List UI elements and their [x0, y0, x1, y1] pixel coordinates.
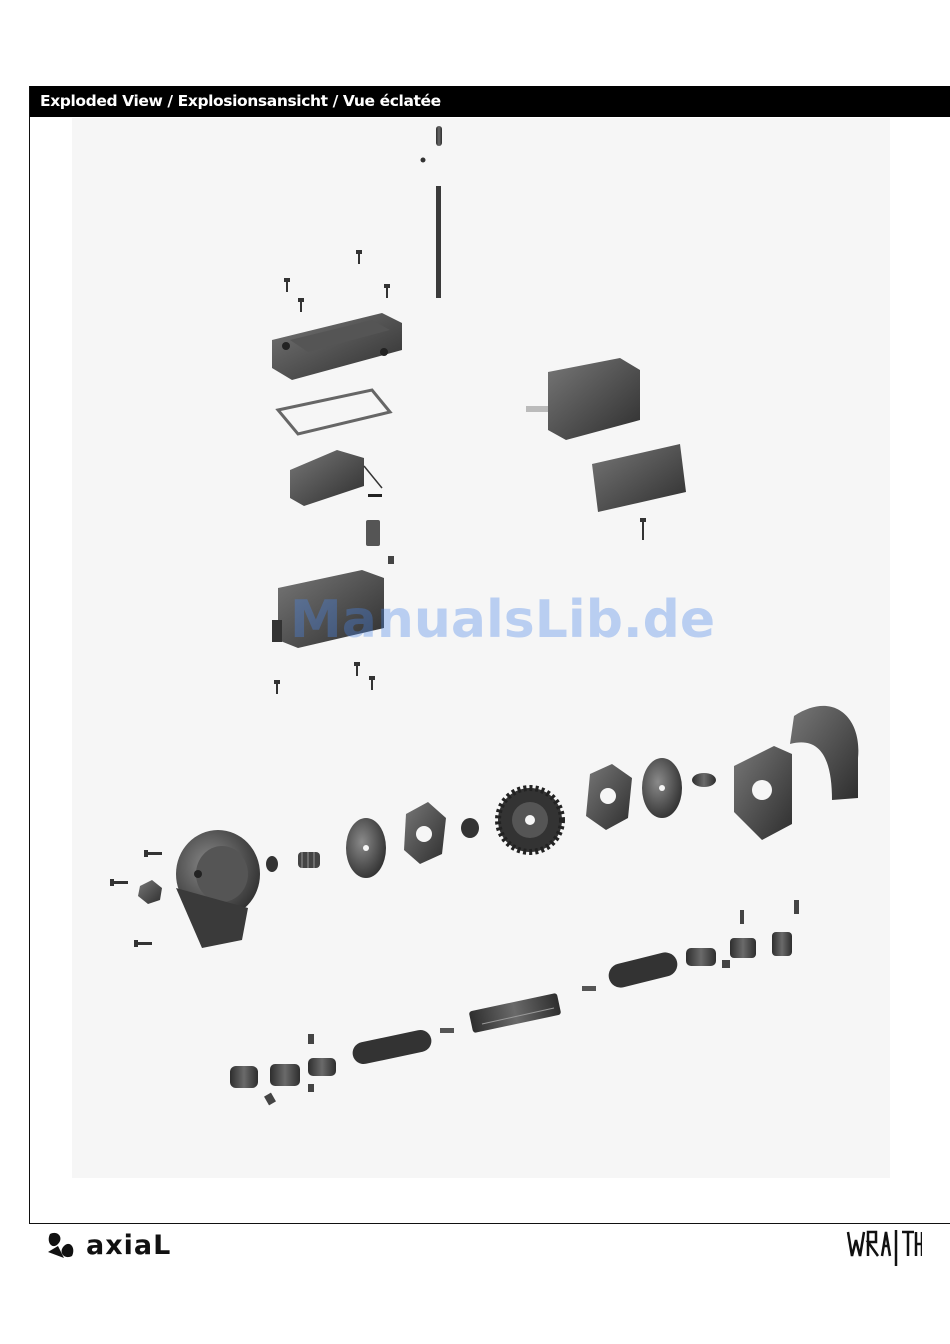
antenna-tube [421, 126, 443, 298]
drive-cup-left [230, 1034, 336, 1088]
grommet [388, 556, 394, 564]
screws-box-base [274, 662, 375, 694]
drive-shaft-splined [469, 993, 562, 1033]
section-title: Exploded View / Explosionsansicht / Vue … [40, 92, 441, 110]
box-clip [366, 520, 380, 546]
wraith-logo [846, 1226, 922, 1274]
screws-top [284, 250, 390, 312]
servo-mount-plate [592, 444, 686, 540]
pin-left [440, 1028, 454, 1033]
section-header: Exploded View / Explosionsansicht / Vue … [30, 86, 950, 117]
axial-logo-icon [44, 1230, 78, 1260]
motor-plate [734, 746, 792, 840]
set-screws-left [264, 1084, 314, 1105]
bearing [461, 818, 479, 838]
transmission-nut [138, 880, 162, 904]
exploded-view-diagram: ManualsLib.de [72, 118, 890, 1178]
receiver [290, 450, 382, 506]
receiver-box-lid [272, 313, 402, 380]
slipper-pad-right [642, 758, 682, 818]
axial-logo: axiaL [44, 1228, 171, 1262]
slipper-spring [298, 852, 320, 868]
steering-servo [526, 358, 640, 440]
hex-plate-left [404, 802, 446, 864]
spur-gear [498, 788, 562, 852]
transmission-case [176, 830, 260, 948]
slipper-pad-left [346, 818, 386, 878]
pin [582, 986, 596, 991]
idler-shaft [692, 773, 716, 787]
watermark: ManualsLib.de [290, 590, 715, 650]
wraith-logo-mark [846, 1226, 922, 1270]
hex-plate-right [586, 764, 632, 830]
drive-shaft-outer-left [351, 1028, 434, 1066]
gear-cover-shield [790, 706, 858, 800]
slipper-nut [266, 856, 278, 872]
axial-logo-text: axiaL [86, 1230, 171, 1261]
drive-cup-right [686, 932, 792, 966]
box-seal [278, 390, 390, 434]
drive-shaft-outer-right [606, 950, 680, 990]
